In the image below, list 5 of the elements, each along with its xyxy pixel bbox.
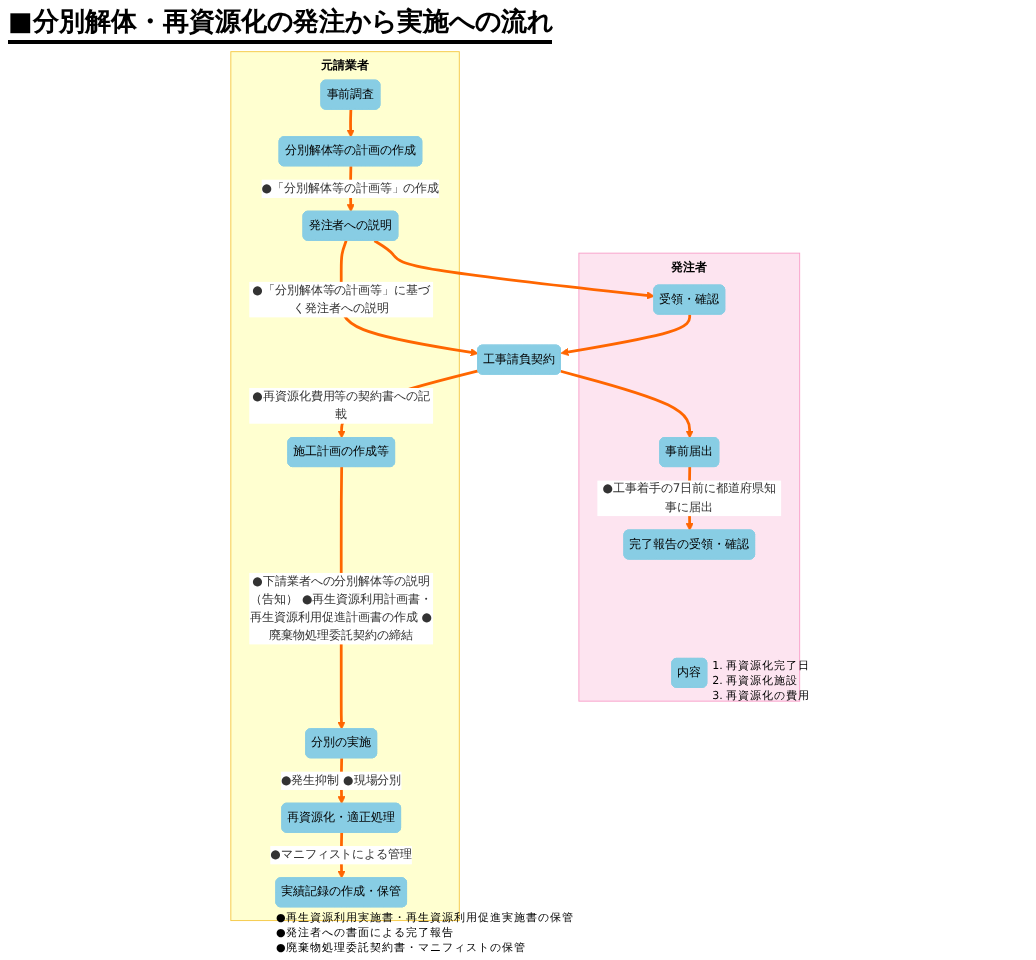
diagram-title: ■分別解体・再資源化の発注から実施への流れ — [8, 4, 553, 44]
arrow — [373, 239, 655, 300]
arrow — [346, 109, 355, 138]
arrow — [560, 314, 692, 356]
arrow — [560, 369, 694, 439]
